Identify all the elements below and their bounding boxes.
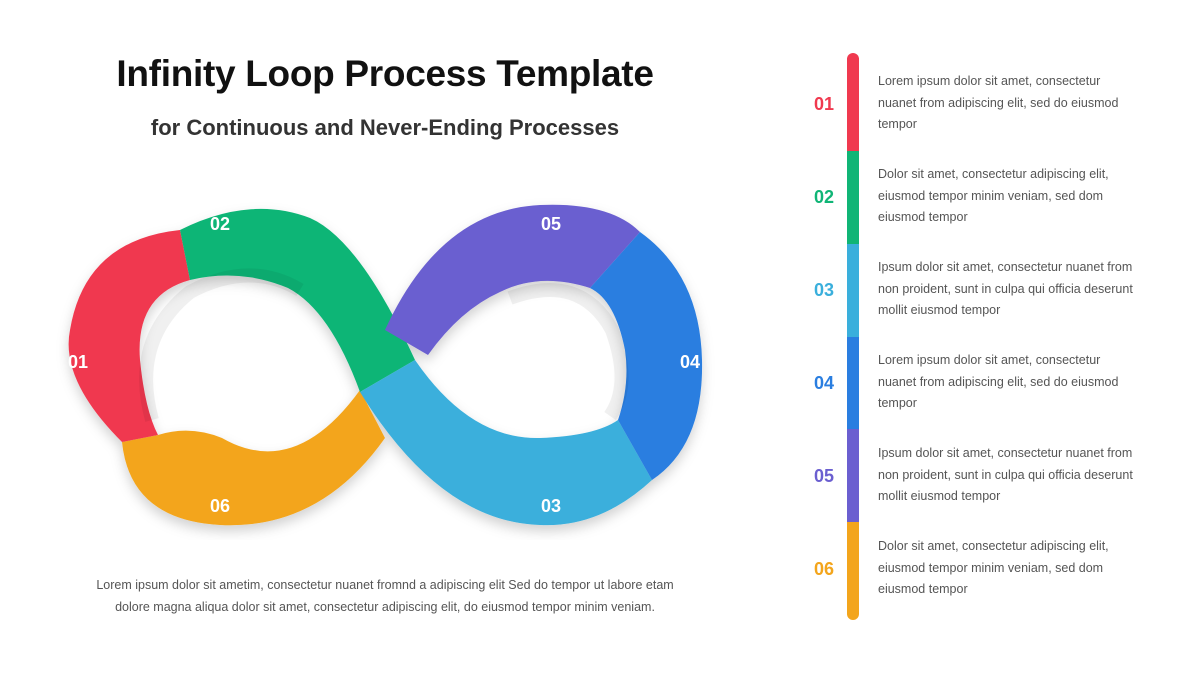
- segment-05-purple: [385, 204, 640, 355]
- segment-label-04: 04: [680, 352, 700, 372]
- segment-01-red: [68, 230, 190, 442]
- segment-02-green: [180, 208, 415, 392]
- caption-line-2: dolore magna aliqua dolor sit amet, cons…: [115, 600, 655, 614]
- diagram-caption: Lorem ipsum dolor sit ametim, consectetu…: [80, 574, 690, 618]
- step-number-04: 04: [813, 373, 835, 393]
- step-text-06: Dolor sit amet, consectetur adipiscing e…: [878, 539, 1109, 596]
- page-title: Infinity Loop Process Template: [116, 53, 654, 94]
- segment-label-03: 03: [541, 496, 561, 516]
- segment-label-02: 02: [210, 214, 230, 234]
- step-text-02: Dolor sit amet, consectetur adipiscing e…: [878, 167, 1109, 224]
- step-number-01: 01: [813, 94, 835, 114]
- inner-shade-left: [139, 268, 304, 422]
- segment-06-orange: [122, 390, 385, 526]
- step-number-03: 03: [813, 280, 835, 300]
- caption-line-1: Lorem ipsum dolor sit ametim, consectetu…: [96, 578, 674, 592]
- inner-shade-right: [507, 283, 629, 421]
- timeline-bar-01: [847, 53, 859, 151]
- timeline-bar-05: [847, 429, 859, 522]
- timeline-bar-04: [847, 337, 859, 429]
- step-number-02: 02: [813, 187, 835, 207]
- infinity-loop-diagram: 01 02 03 04 05 06: [68, 204, 703, 526]
- step-text-05: Ipsum dolor sit amet, consectetur nuanet…: [878, 446, 1133, 503]
- timeline-bar-03: [847, 244, 859, 337]
- page-subtitle: for Continuous and Never-Ending Processe…: [150, 115, 620, 140]
- step-number-05: 05: [813, 466, 835, 486]
- step-number-06: 06: [813, 559, 835, 579]
- timeline-bar-02: [847, 151, 859, 244]
- step-text-01: Lorem ipsum dolor sit amet, consectetur …: [878, 74, 1119, 131]
- segment-label-06: 06: [210, 496, 230, 516]
- timeline-bar-06: [847, 522, 859, 620]
- step-text-04: Lorem ipsum dolor sit amet, consectetur …: [878, 353, 1119, 410]
- segment-03-blue: [360, 360, 652, 526]
- segment-label-05: 05: [541, 214, 561, 234]
- segment-label-01: 01: [68, 352, 88, 372]
- segment-04-blue: [590, 232, 703, 480]
- loop-segments: [68, 204, 703, 526]
- step-text-03: Ipsum dolor sit amet, consectetur nuanet…: [878, 260, 1133, 317]
